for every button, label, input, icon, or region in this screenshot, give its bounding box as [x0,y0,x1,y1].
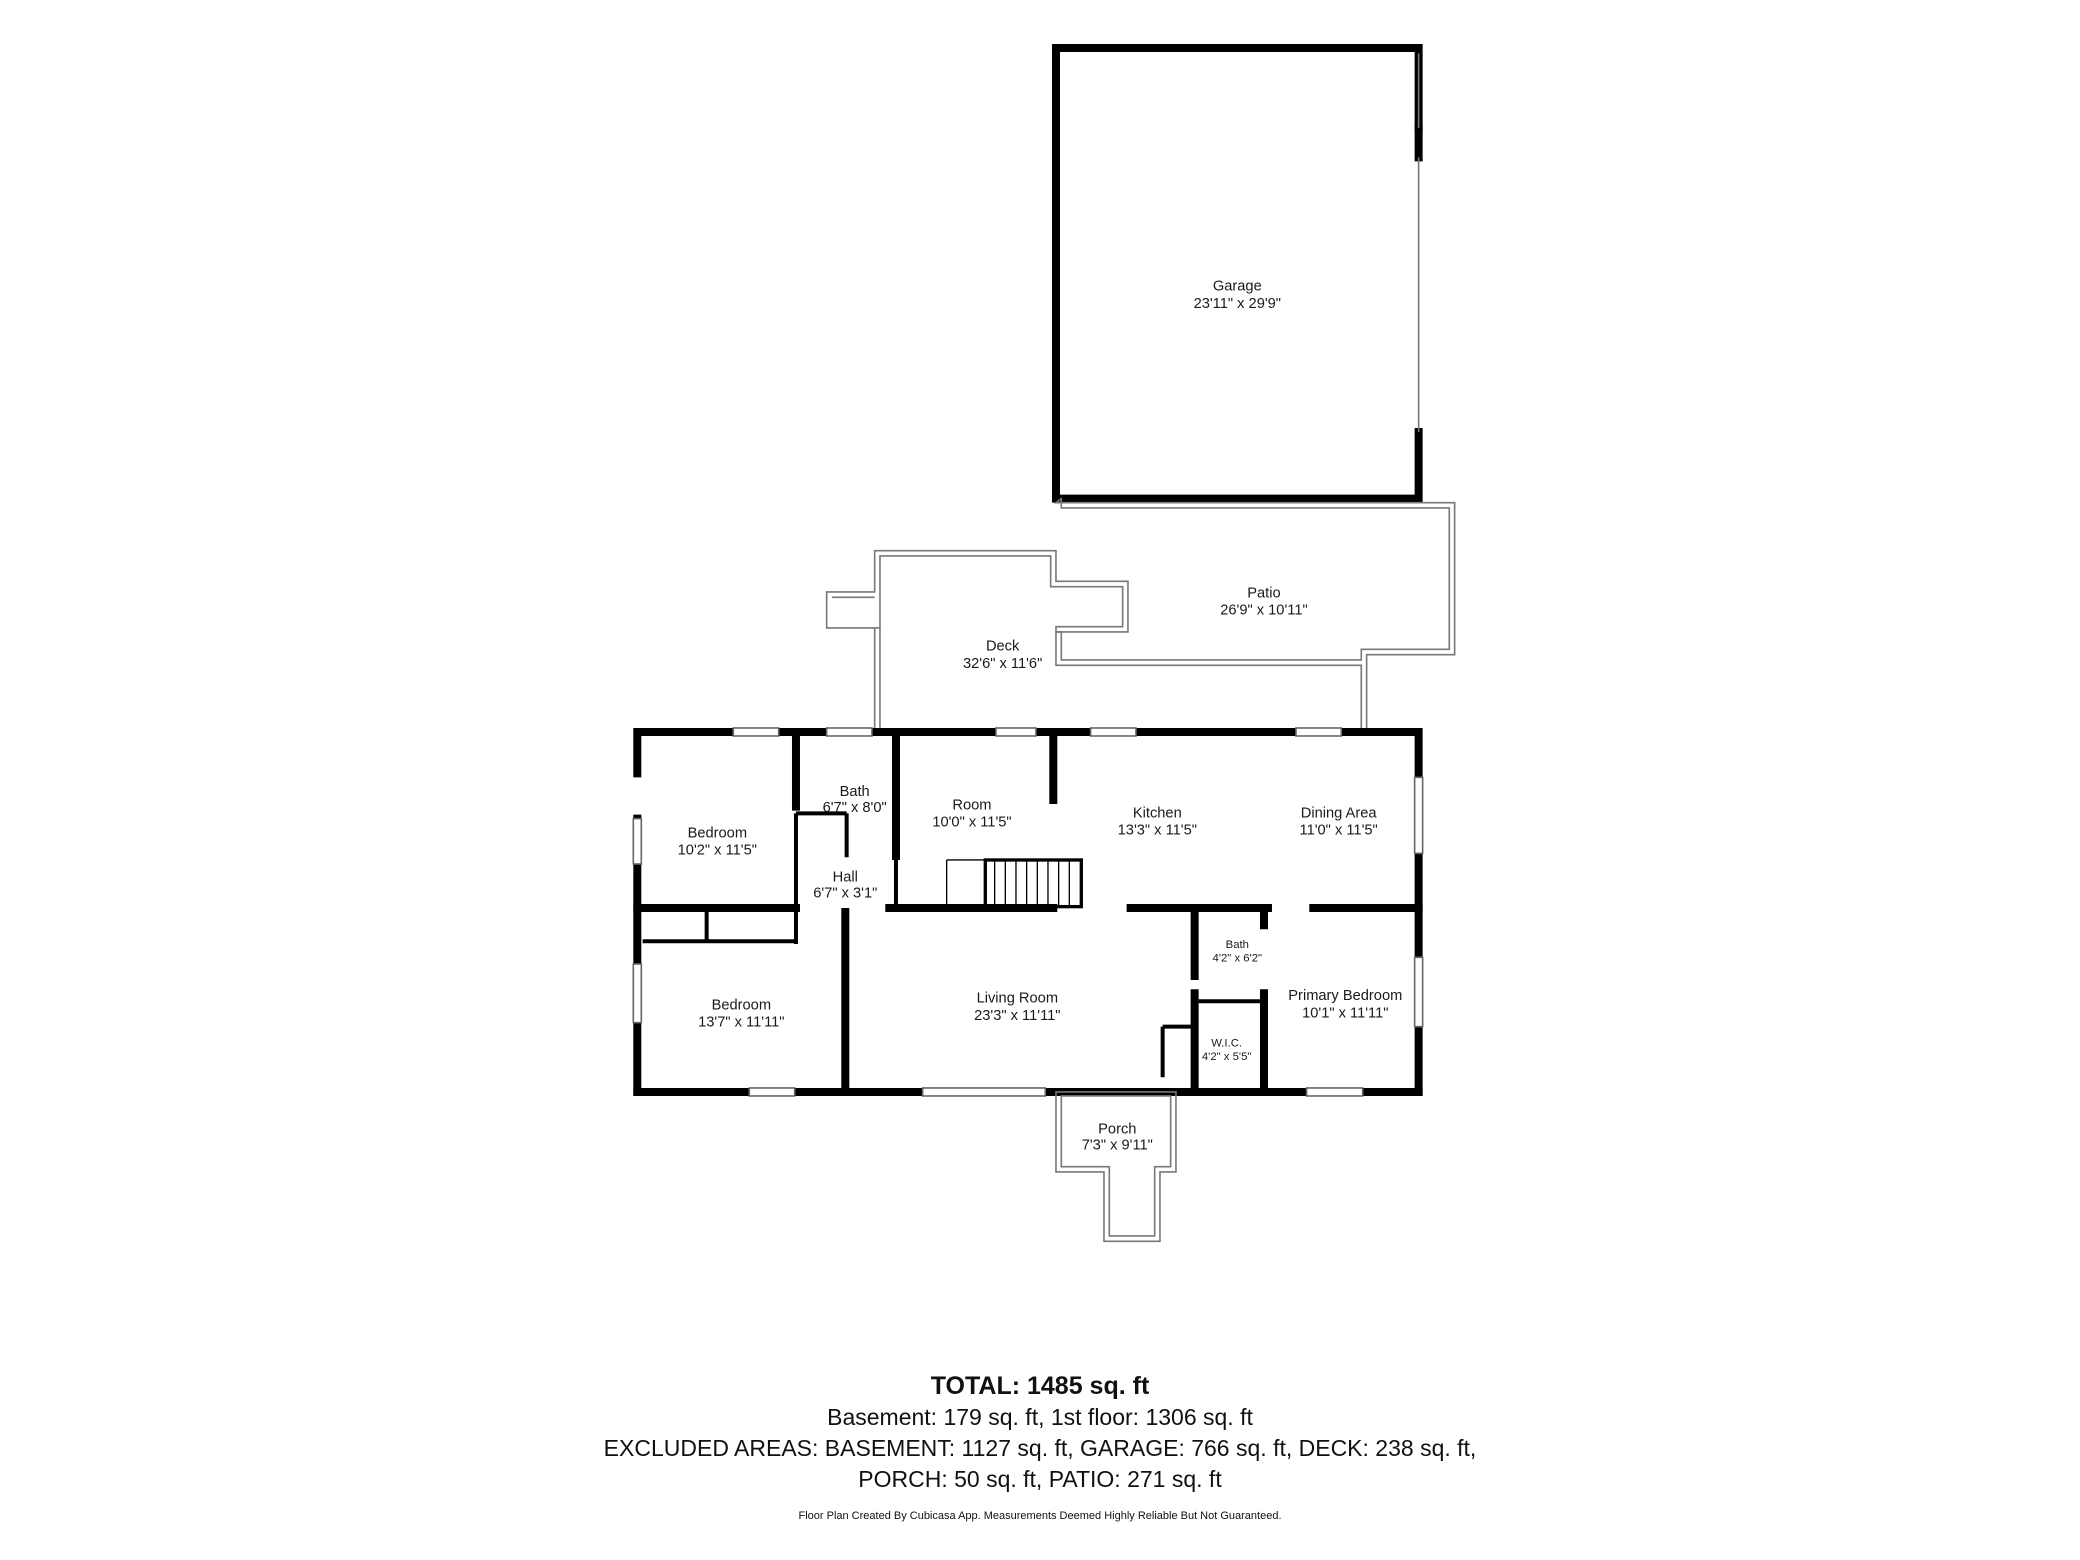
total-area: TOTAL: 1485 sq. ft [930,1372,1150,1400]
room-name: Porch [1098,1121,1136,1137]
deck-outline [825,549,1129,633]
room-dims: 23'3" x 11'11" [974,1008,1060,1024]
room-name: Hall [833,869,858,885]
room-dims: 10'0" x 11'5" [932,815,1011,831]
room-name: Garage [1213,279,1262,295]
room-name: Bath [840,784,870,800]
room-name: Patio [1247,585,1280,601]
area-breakdown: Basement: 179 sq. ft, 1st floor: 1306 sq… [827,1404,1253,1430]
room-name: Kitchen [1133,805,1182,821]
disclaimer: Floor Plan Created By Cubicasa App. Meas… [798,1510,1282,1522]
room-dims: 26'9" x 10'11" [1220,603,1307,619]
room-dims: 4'2" x 5'5" [1202,1051,1252,1063]
room-dims: 6'7" x 8'0" [823,800,887,816]
porch-inner-outline [1060,1095,1172,1237]
room-name: Bedroom [712,997,771,1013]
room-name: Bedroom [688,825,747,841]
garage-walls [1051,43,1423,503]
area-summary: TOTAL: 1485 sq. ft Basement: 179 sq. ft,… [0,1370,2080,1522]
room-name: Deck [986,639,1020,655]
stairs [945,858,1083,909]
room-dims: 13'7" x 11'11" [698,1015,784,1031]
room-dims: 10'2" x 11'5" [678,843,757,859]
windows [632,727,1424,1097]
excluded-areas: EXCLUDED AREAS: BASEMENT: 1127 sq. ft, G… [603,1435,1477,1461]
room-name: W.I.C. [1211,1038,1242,1050]
room-name: Bath [1226,939,1249,951]
room-labels: Garage 23'11" x 29'9" Patio 26'9" x 10'1… [678,279,1403,1154]
room-dims: 4'2" x 6'2" [1213,952,1263,964]
room-dims: 10'1" x 11'11" [1302,1005,1388,1021]
room-name: Living Room [977,991,1058,1007]
room-dims: 6'7" x 3'1" [813,885,877,901]
room-dims: 13'3" x 11'5" [1118,823,1197,839]
room-name: Room [952,797,991,813]
room-dims: 11'0" x 11'5" [1300,823,1378,839]
room-name: Primary Bedroom [1288,988,1402,1004]
interior-walls [633,727,1423,1096]
room-dims: 7'3" x 9'11" [1082,1137,1153,1153]
excluded-areas-continued: PORCH: 50 sq. ft, PATIO: 271 sq. ft [858,1466,1222,1492]
room-dims: 23'11" x 29'9" [1194,296,1281,312]
porch-outline [1055,1091,1177,1243]
room-name: Dining Area [1301,805,1378,821]
room-dims: 32'6" x 11'6" [963,656,1042,672]
